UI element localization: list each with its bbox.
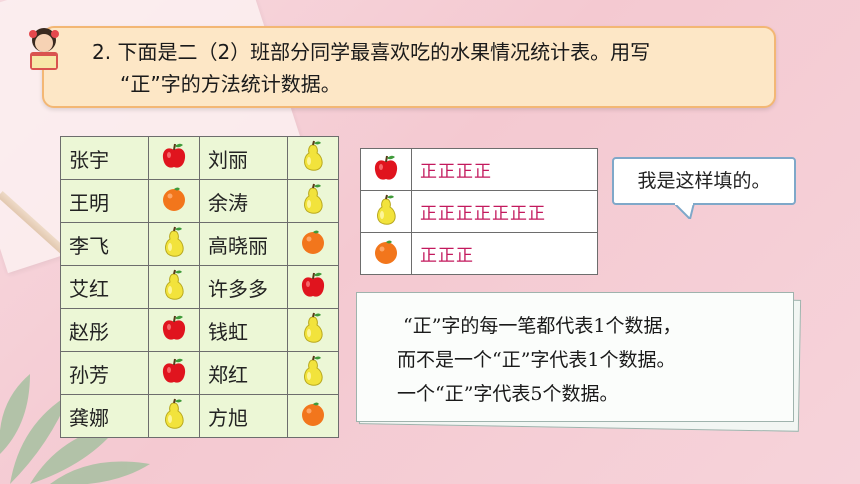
pear-icon xyxy=(287,179,339,223)
student-name: 许多多 xyxy=(199,265,288,309)
apple-icon xyxy=(148,136,200,180)
apple-icon xyxy=(148,351,200,395)
pear-icon xyxy=(148,222,200,266)
question-number: 2. xyxy=(92,40,112,64)
student-row: 艾红 许多多 xyxy=(60,265,339,309)
student-row: 孙芳 郑红 xyxy=(60,351,339,395)
question-banner: 2. 下面是二（2）班部分同学最喜欢吃的水果情况统计表。用写 “正”字的方法统计… xyxy=(42,26,776,108)
pear-icon xyxy=(360,190,412,233)
student-name: 龚娜 xyxy=(60,394,149,438)
tally-row: 正正正正 xyxy=(360,148,598,191)
student-name: 钱虹 xyxy=(199,308,288,352)
tally-table: 正正正正正正正正正正正正正正 xyxy=(360,148,598,275)
tally-row: 正正正 xyxy=(360,232,598,275)
student-row: 王明 余涛 xyxy=(60,179,339,223)
apple-icon xyxy=(148,308,200,352)
speech-bubble: 我是这样填的。 xyxy=(612,157,796,205)
student-row: 张宇 刘丽 xyxy=(60,136,339,180)
orange-icon xyxy=(287,394,339,438)
orange-icon xyxy=(360,232,412,275)
orange-icon xyxy=(148,179,200,223)
reading-girl-icon xyxy=(29,28,59,70)
tally-marks: 正正正正正正正 xyxy=(411,190,598,233)
student-name: 张宇 xyxy=(60,136,149,180)
note-line-1: “正”字的每一笔都代表1个数据， xyxy=(403,315,682,337)
orange-icon xyxy=(287,222,339,266)
tally-marks: 正正正 xyxy=(411,232,598,275)
student-name: 王明 xyxy=(60,179,149,223)
student-name: 孙芳 xyxy=(60,351,149,395)
student-name: 方旭 xyxy=(199,394,288,438)
question-text: 2. 下面是二（2）班部分同学最喜欢吃的水果情况统计表。用写 “正”字的方法统计… xyxy=(92,36,764,100)
students-fruit-table: 张宇 刘丽王明 余涛李飞 高晓丽艾红 许多多赵彤 钱虹孙芳 郑红龚娜 方旭 xyxy=(60,136,339,438)
note-line-2: 而不是一个“正”字代表1个数据。 xyxy=(397,349,676,371)
student-name: 刘丽 xyxy=(199,136,288,180)
student-name: 赵彤 xyxy=(60,308,149,352)
apple-icon xyxy=(287,265,339,309)
student-row: 李飞 高晓丽 xyxy=(60,222,339,266)
student-name: 郑红 xyxy=(199,351,288,395)
student-row: 龚娜 方旭 xyxy=(60,394,339,438)
tally-marks: 正正正正 xyxy=(411,148,598,191)
question-line-1: 下面是二（2）班部分同学最喜欢吃的水果情况统计表。用写 xyxy=(117,40,651,64)
pear-icon xyxy=(148,394,200,438)
speech-bubble-tail xyxy=(672,203,696,219)
note-card: “正”字的每一笔都代表1个数据， 而不是一个“正”字代表1个数据。 一个“正”字… xyxy=(356,292,794,422)
student-name: 高晓丽 xyxy=(199,222,288,266)
student-name: 余涛 xyxy=(199,179,288,223)
student-row: 赵彤 钱虹 xyxy=(60,308,339,352)
tally-row: 正正正正正正正 xyxy=(360,190,598,233)
pear-icon xyxy=(287,136,339,180)
question-line-2: “正”字的方法统计数据。 xyxy=(120,72,341,96)
student-name: 艾红 xyxy=(60,265,149,309)
pear-icon xyxy=(148,265,200,309)
apple-icon xyxy=(360,148,412,191)
student-name: 李飞 xyxy=(60,222,149,266)
leaf-decoration-icon xyxy=(0,374,150,484)
pear-icon xyxy=(287,351,339,395)
note-line-3: 一个“正”字代表5个数据。 xyxy=(397,383,619,405)
pear-icon xyxy=(287,308,339,352)
